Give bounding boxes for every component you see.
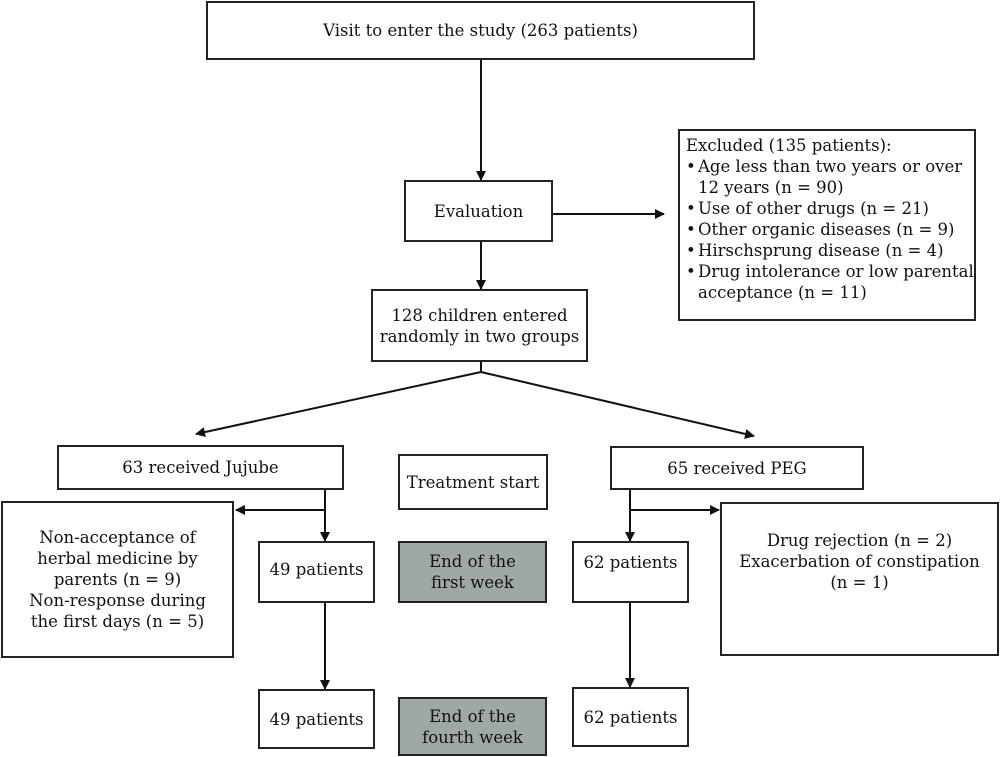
excluded-item-hirschsprung: Hirschsprung disease (n = 4) [686, 240, 968, 261]
end-first-week-line-2: first week [431, 573, 514, 592]
peg-group-text: 65 received PEG [667, 458, 807, 478]
randomized-text-line-2: randomly in two groups [379, 326, 580, 346]
peg-week1-box: 62 patients [572, 541, 689, 603]
peg-group-box: 65 received PEG [610, 446, 864, 490]
peg-dropout-line-3: (n = 1) [830, 573, 889, 592]
treatment-start-text: Treatment start [406, 472, 540, 492]
peg-week4-box: 62 patients [572, 687, 689, 747]
end-first-week-line-1: End of the [429, 552, 516, 571]
jujube-dropout-box: Non-acceptance of herbal medicine by par… [1, 501, 234, 658]
jujube-dropout-line-2: herbal medicine by [37, 549, 198, 568]
enter-study-text: Visit to enter the study (263 patients) [323, 21, 638, 40]
peg-week1-text: 62 patients [583, 553, 678, 572]
excluded-item-organic-diseases: Other organic diseases (n = 9) [686, 219, 968, 240]
jujube-dropout-line-1: Non-acceptance of [39, 528, 196, 547]
treatment-start-box: Treatment start [398, 454, 548, 510]
evaluation-box: Evaluation [404, 180, 553, 242]
excluded-list: Age less than two years or over 12 years… [686, 156, 974, 303]
peg-dropout-line-2: Exacerbation of constipation [739, 552, 980, 571]
end-fourth-week-box: End of the fourth week [398, 697, 547, 756]
excluded-item-other-drugs: Use of other drugs (n = 21) [686, 198, 968, 219]
arrow-randomized-to-peg [480, 371, 755, 439]
enter-study-box: Visit to enter the study (263 patients) [206, 1, 755, 60]
excluded-item-age: Age less than two years or over 12 years… [686, 156, 968, 198]
peg-week4-text: 62 patients [583, 707, 678, 727]
end-fourth-week-line-1: End of the [429, 706, 516, 726]
excluded-title: Excluded (135 patients): [686, 136, 892, 155]
excluded-item-intolerance: Drug intolerance or low parental accepta… [686, 261, 974, 303]
jujube-group-box: 63 received Jujube [57, 445, 344, 490]
end-fourth-week-line-2: fourth week [422, 727, 523, 747]
jujube-group-text: 63 received Jujube [122, 458, 279, 477]
peg-dropout-box: Drug rejection (n = 2) Exacerbation of c… [720, 502, 999, 656]
jujube-dropout-line-5: the first days (n = 5) [30, 612, 205, 631]
end-first-week-box: End of the first week [398, 541, 547, 603]
jujube-week4-text: 49 patients [269, 709, 364, 729]
randomized-box: 128 children entered randomly in two gro… [371, 289, 588, 362]
peg-dropout-line-1: Drug rejection (n = 2) [766, 531, 953, 550]
excluded-box: Excluded (135 patients): Age less than t… [678, 129, 976, 321]
arrow-randomized-to-jujube [195, 371, 482, 437]
jujube-dropout-line-4: Non-response during [29, 591, 206, 610]
jujube-dropout-line-3: parents (n = 9) [53, 570, 182, 589]
jujube-week1-text: 49 patients [269, 560, 364, 579]
jujube-week1-box: 49 patients [258, 541, 375, 603]
jujube-week4-box: 49 patients [258, 689, 375, 749]
evaluation-text: Evaluation [433, 201, 524, 221]
randomized-text-line-1: 128 children entered [391, 305, 568, 325]
